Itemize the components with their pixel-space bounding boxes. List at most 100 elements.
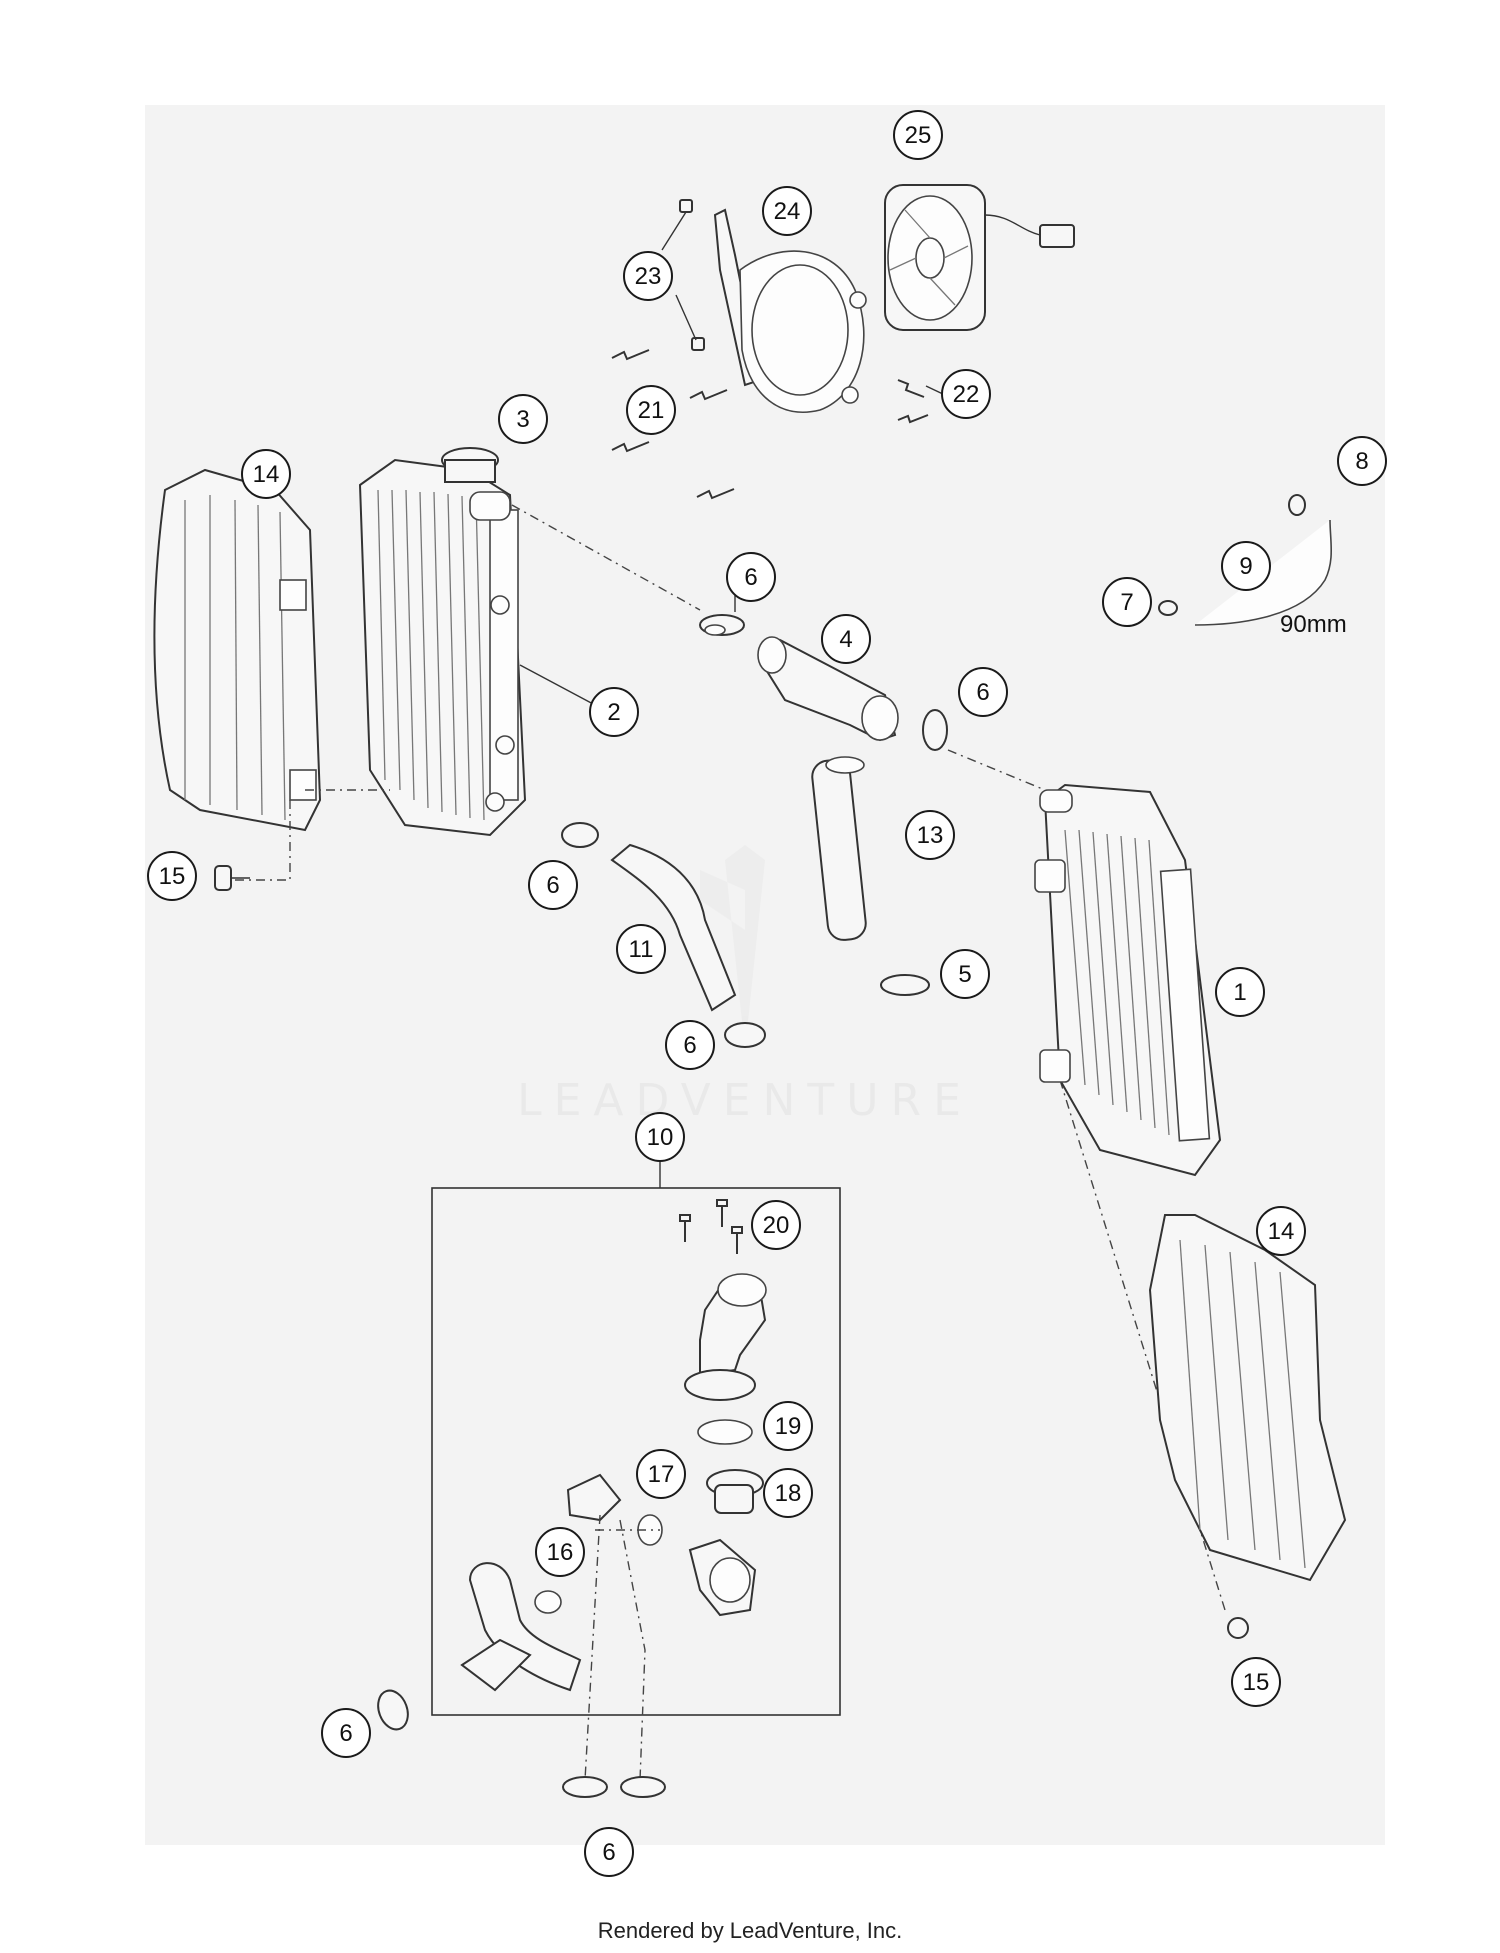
- svg-text:24: 24: [774, 198, 801, 225]
- callout-c1: 1: [1215, 967, 1265, 1017]
- callout-c10: 10: [635, 1112, 685, 1162]
- clip-15-left: [214, 865, 250, 891]
- watermark: LEADVENTURE: [517, 845, 973, 1126]
- hose-clamp-5: [880, 974, 930, 996]
- svg-text:9: 9: [1239, 553, 1252, 580]
- callout-c21: 21: [626, 385, 676, 435]
- hose-clamp-upper-left: [699, 614, 745, 636]
- svg-text:20: 20: [763, 1212, 790, 1239]
- watermark-logo: [700, 845, 765, 1050]
- svg-text:15: 15: [1243, 1669, 1270, 1696]
- callout-c5: 5: [940, 949, 990, 999]
- callout-c8: 8: [1337, 436, 1387, 486]
- callout-c6c: 6: [528, 860, 578, 910]
- assembly-line-right-top: [947, 749, 1046, 791]
- svg-text:23: 23: [635, 263, 662, 290]
- o-ring-19: [697, 1419, 753, 1445]
- svg-text:6: 6: [602, 1839, 615, 1866]
- callout-c6e: 6: [321, 1708, 371, 1758]
- callout-c13: 13: [905, 810, 955, 860]
- svg-text:18: 18: [775, 1480, 802, 1507]
- callout-c2: 2: [589, 687, 639, 737]
- hose-clamp-middle-lower: [724, 1022, 766, 1048]
- svg-text:16: 16: [547, 1539, 574, 1566]
- svg-text:15: 15: [159, 863, 186, 890]
- svg-text:21: 21: [638, 397, 665, 424]
- dimension-label: 90mm: [1280, 611, 1347, 638]
- svg-text:22: 22: [953, 381, 980, 408]
- svg-text:6: 6: [546, 872, 559, 899]
- hose-4: [757, 636, 899, 742]
- hose-kit-16: [460, 1562, 582, 1692]
- callout-c22: 22: [941, 369, 991, 419]
- svg-text:6: 6: [976, 679, 989, 706]
- screws-21: [611, 349, 735, 500]
- hose-clamp-bottom-left: [377, 1689, 409, 1731]
- clip-15-right: [1227, 1617, 1249, 1639]
- callout-c3: 3: [498, 394, 548, 444]
- svg-text:6: 6: [683, 1032, 696, 1059]
- callout-c9: 9: [1221, 541, 1271, 591]
- fan-bracket: [713, 208, 867, 413]
- callout-c14a: 14: [241, 449, 291, 499]
- hose-clamp-middle-left: [561, 822, 599, 848]
- radiator-left: [358, 458, 527, 837]
- callout-c14b: 14: [1256, 1206, 1306, 1256]
- callout-c15a: 15: [147, 851, 197, 901]
- callout-c20: 20: [751, 1200, 801, 1250]
- radiator-shroud-left: [153, 468, 322, 832]
- dash-lines-kit: [584, 1514, 660, 1781]
- svg-text:17: 17: [648, 1461, 675, 1488]
- svg-text:25: 25: [905, 122, 932, 149]
- callout-c7: 7: [1102, 577, 1152, 627]
- svg-text:14: 14: [1268, 1218, 1295, 1245]
- callout-c18: 18: [763, 1468, 813, 1518]
- svg-text:5: 5: [958, 961, 971, 988]
- footer-credit: Rendered by LeadVenture, Inc.: [597, 1918, 903, 1943]
- svg-text:10: 10: [647, 1124, 674, 1151]
- thermostat-cover: [684, 1273, 767, 1401]
- hose-13: [811, 756, 867, 941]
- hose-kit-17: [566, 1473, 757, 1617]
- svg-text:13: 13: [917, 822, 944, 849]
- svg-text:8: 8: [1355, 448, 1368, 475]
- svg-text:14: 14: [253, 461, 280, 488]
- screws-20: [679, 1199, 743, 1254]
- svg-text:19: 19: [775, 1413, 802, 1440]
- callout-c15b: 15: [1231, 1657, 1281, 1707]
- radiator-shroud-right: [1148, 1214, 1347, 1582]
- callouts: 25 24 23 22 21 3 14 8 9 7 6 4 6 2 13 15 …: [147, 110, 1387, 1877]
- callout-c16: 16: [535, 1527, 585, 1577]
- callout-c23: 23: [623, 251, 673, 301]
- radiator-cap: [441, 447, 499, 483]
- radiator-right: [1034, 783, 1222, 1177]
- assembly-line-clip-15: [235, 800, 291, 881]
- callout-c4: 4: [821, 614, 871, 664]
- svg-text:4: 4: [839, 626, 852, 653]
- thermostat-18: [706, 1469, 764, 1514]
- watermark-text: LEADVENTURE: [517, 1075, 973, 1126]
- kit-box-10: [431, 1187, 841, 1716]
- leader-23-bottom: [675, 294, 697, 341]
- screws-22: [897, 379, 946, 424]
- leader-23-top: [661, 211, 687, 251]
- callout-c19: 19: [763, 1401, 813, 1451]
- svg-text:2: 2: [607, 699, 620, 726]
- callout-c6b: 6: [958, 667, 1008, 717]
- callout-c11: 11: [616, 924, 666, 974]
- callout-c25: 25: [893, 110, 943, 160]
- svg-text:6: 6: [744, 564, 757, 591]
- callout-c17: 17: [636, 1449, 686, 1499]
- callout-c24: 24: [762, 186, 812, 236]
- leader-2: [519, 664, 596, 706]
- hose-11: [610, 843, 737, 1012]
- svg-text:3: 3: [516, 406, 529, 433]
- callout-c6d: 6: [665, 1020, 715, 1070]
- assembly-line-left-top: [511, 504, 701, 611]
- nut-bottom: [691, 337, 705, 351]
- nut-top: [679, 199, 693, 213]
- cooling-fan: [884, 184, 1075, 331]
- hose-clamp-upper-right: [922, 709, 948, 751]
- hose-clamp-bottom-pair: [562, 1776, 666, 1798]
